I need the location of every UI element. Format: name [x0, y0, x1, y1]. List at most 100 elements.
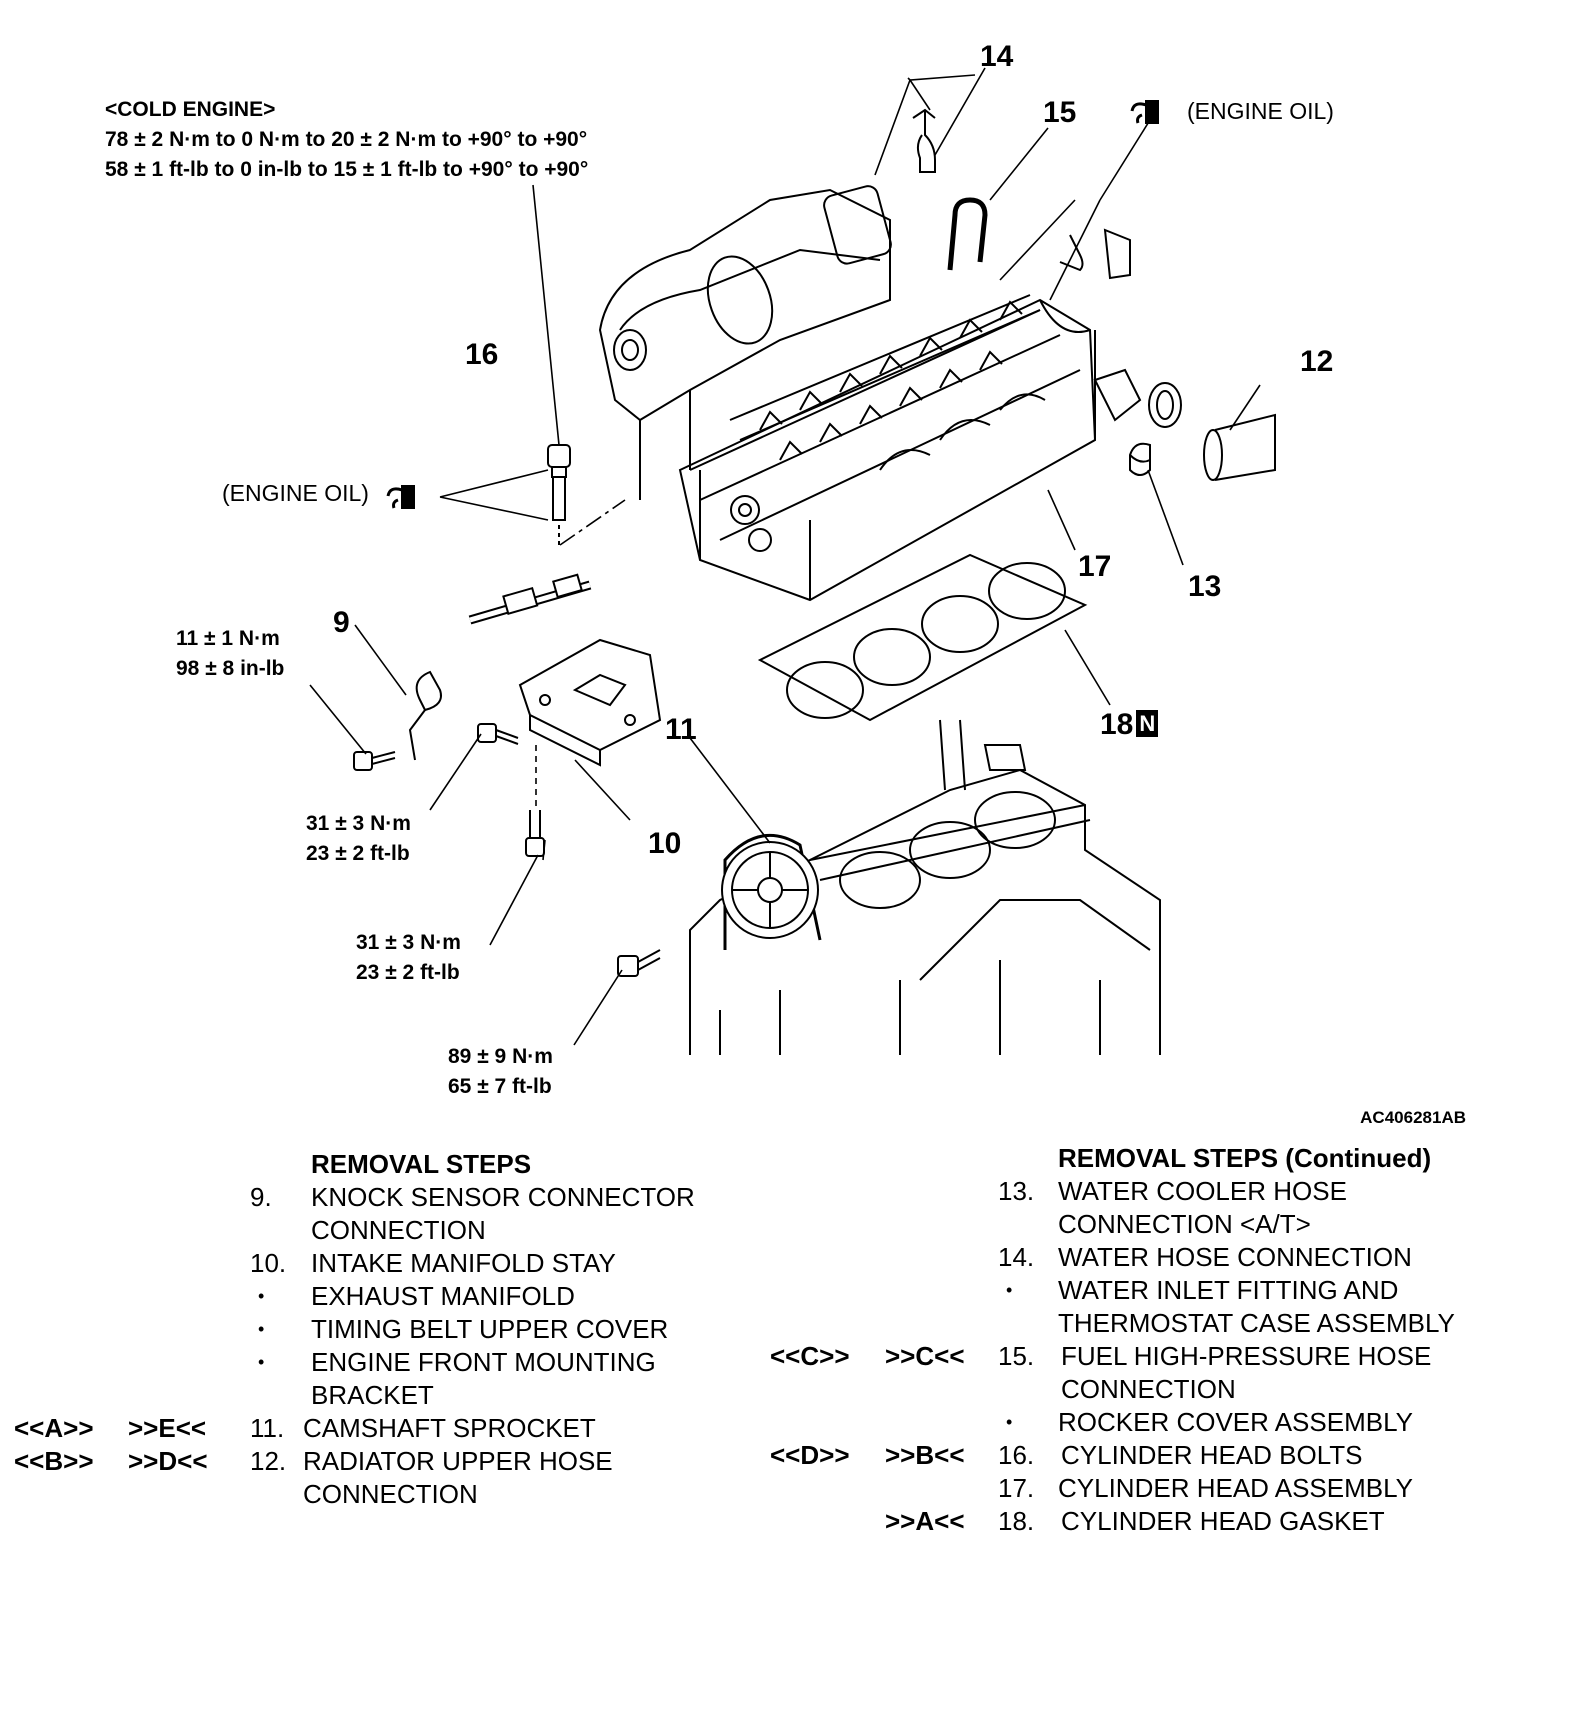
step-description: CYLINDER HEAD BOLTS [1061, 1440, 1363, 1470]
callout-13: 13 [1188, 570, 1222, 603]
removal-step-row: <<D>>>>B<<16.CYLINDER HEAD BOLTS [770, 1439, 1580, 1472]
step-number: 12. [250, 1446, 287, 1476]
removal-step-row: <<A>>>>E<<11.CAMSHAFT SPROCKET [0, 1412, 760, 1445]
cold-engine-heading: <COLD ENGINE> [105, 98, 276, 121]
knock-sensor-connector [408, 573, 592, 761]
exploded-engine-diagram [309, 67, 1276, 1055]
step-description: RADIATOR UPPER HOSE [303, 1446, 613, 1476]
callout-15: 15 [1043, 96, 1077, 129]
torque-stay-lower-nm: 31 ± 3 N·m [356, 931, 461, 954]
radiator-upper-hose [1203, 413, 1276, 481]
oil-can-icon [386, 485, 415, 509]
removal-service-point: <<A>> [14, 1413, 94, 1443]
removal-step-row: •WATER INLET FITTING AND [770, 1274, 1580, 1307]
step-number: 9. [250, 1182, 272, 1212]
cold-engine-torque-metric: 78 ± 2 N·m to 0 N·m to 20 ± 2 N·m to +90… [105, 128, 588, 151]
cylinder-head-assembly [678, 294, 1097, 602]
cylinder-head-gasket [757, 553, 1088, 722]
step-description: BRACKET [311, 1380, 434, 1410]
step-description: FUEL HIGH-PRESSURE HOSE [1061, 1341, 1432, 1371]
sprocket-bolt [617, 949, 661, 977]
step-number: • [258, 1352, 265, 1372]
intake-manifold [598, 185, 892, 500]
camshaft-sprocket [721, 833, 822, 950]
torque-stay-lower-imperial: 23 ± 2 ft-lb [356, 961, 460, 984]
callout-17: 17 [1078, 550, 1112, 583]
torque-knock-imperial: 98 ± 8 in-lb [176, 657, 285, 680]
removal-step-row: 14.WATER HOSE CONNECTION [770, 1241, 1580, 1274]
step-description: KNOCK SENSOR CONNECTOR [311, 1182, 695, 1212]
step-description: TIMING BELT UPPER COVER [311, 1314, 669, 1344]
removal-step-row: CONNECTION [0, 1214, 760, 1247]
step-description: WATER COOLER HOSE [1058, 1176, 1347, 1206]
cylinder-head-bolt [547, 444, 571, 545]
intake-manifold-stay [518, 638, 662, 767]
torque-stay-upper: 31 ± 3 N·m 23 ± 2 ft-lb [306, 809, 411, 869]
water-hose [912, 108, 936, 173]
step-description: ROCKER COVER ASSEMBLY [1058, 1407, 1413, 1437]
installation-service-point: >>C<< [885, 1341, 965, 1371]
torque-stay-upper-imperial: 23 ± 2 ft-lb [306, 842, 410, 865]
cold-engine-torque-imperial: 58 ± 1 ft-lb to 0 in-lb to 15 ± 1 ft-lb … [105, 158, 589, 181]
knock-sensor-bolt [353, 751, 396, 771]
step-description: CYLINDER HEAD GASKET [1061, 1506, 1385, 1536]
removal-step-row: BRACKET [0, 1379, 760, 1412]
step-number: 10. [250, 1248, 287, 1278]
removal-step-row: 17.CYLINDER HEAD ASSEMBLY [770, 1472, 1580, 1505]
removal-steps-continued-title: REMOVAL STEPS (Continued) [1058, 1143, 1432, 1173]
step-description: WATER INLET FITTING AND [1058, 1275, 1399, 1305]
oil-can-icon [1130, 100, 1159, 124]
stay-lower-bolt [525, 810, 545, 857]
removal-step-row: CONNECTION [770, 1373, 1580, 1406]
step-description: INTAKE MANIFOLD STAY [311, 1248, 616, 1278]
callout-9: 9 [333, 606, 350, 639]
engine-block [689, 719, 1161, 1055]
step-number: 15. [998, 1341, 1035, 1371]
step-number: 11. [250, 1413, 285, 1443]
engine-oil-label-left: (ENGINE OIL) [222, 480, 369, 506]
step-number: • [258, 1286, 265, 1306]
step-description: CONNECTION [311, 1215, 486, 1245]
figure-code: AC406281AB [1360, 1108, 1466, 1127]
step-description: CONNECTION [303, 1479, 478, 1509]
removal-step-row: CONNECTION [0, 1478, 760, 1511]
step-number: • [1006, 1412, 1013, 1432]
removal-service-point: <<C>> [770, 1341, 850, 1371]
removal-step-row: • TIMING BELT UPPER COVER [0, 1313, 760, 1346]
step-description: THERMOSTAT CASE ASSEMBLY [1058, 1308, 1455, 1338]
callout-16: 16 [465, 338, 499, 371]
leader-lines [309, 67, 1261, 1046]
stay-upper-bolt [477, 723, 519, 745]
installation-service-point: >>D<< [128, 1446, 208, 1476]
removal-service-point: <<B>> [14, 1446, 94, 1476]
torque-knock-sensor: 11 ± 1 N·m 98 ± 8 in-lb [176, 624, 284, 684]
torque-stay-lower: 31 ± 3 N·m 23 ± 2 ft-lb [356, 928, 461, 988]
removal-step-row: <<B>> >>D<< 12. RADIATOR UPPER HOSE [0, 1445, 760, 1478]
removal-step-row: •EXHAUST MANIFOLD [0, 1280, 760, 1313]
removal-step-row: <<C>> >>C<< 15. FUEL HIGH-PRESSURE HOSE [770, 1340, 1580, 1373]
removal-step-row: • ROCKER COVER ASSEMBLY [770, 1406, 1580, 1439]
step-description: ENGINE FRONT MOUNTING [311, 1347, 656, 1377]
cold-engine-torque: <COLD ENGINE> 78 ± 2 N·m to 0 N·m to 20 … [105, 95, 588, 185]
removal-step-row: >>A<<18.CYLINDER HEAD GASKET [770, 1505, 1580, 1538]
installation-service-point: >>E<< [128, 1413, 207, 1443]
step-description: CYLINDER HEAD ASSEMBLY [1058, 1473, 1413, 1503]
torque-sprocket-imperial: 65 ± 7 ft-lb [448, 1075, 552, 1098]
step-description: CONNECTION <A/T> [1058, 1209, 1311, 1239]
step-description: CONNECTION [1061, 1374, 1236, 1404]
removal-step-row: 10. INTAKE MANIFOLD STAY [0, 1247, 760, 1280]
step-description: WATER HOSE CONNECTION [1058, 1242, 1412, 1272]
removal-step-row: 13.WATER COOLER HOSE [770, 1175, 1580, 1208]
removal-steps-title: REMOVAL STEPS [311, 1149, 532, 1179]
new-part-badge: N [1136, 710, 1159, 737]
installation-service-point: >>A<< [885, 1506, 965, 1536]
removal-step-row: 9. KNOCK SENSOR CONNECTOR [0, 1181, 760, 1214]
installation-service-point: >>B<< [885, 1440, 965, 1470]
step-number: 16. [998, 1440, 1035, 1470]
callout-18-number: 18 [1100, 708, 1134, 741]
removal-step-row: THERMOSTAT CASE ASSEMBLY [770, 1307, 1580, 1340]
torque-sprocket: 89 ± 9 N·m 65 ± 7 ft-lb [448, 1042, 553, 1102]
torque-stay-upper-nm: 31 ± 3 N·m [306, 812, 411, 835]
removal-steps-continued-list: REMOVAL STEPS (Continued) 13.WATER COOLE… [770, 1142, 1580, 1538]
step-number: • [258, 1319, 265, 1339]
